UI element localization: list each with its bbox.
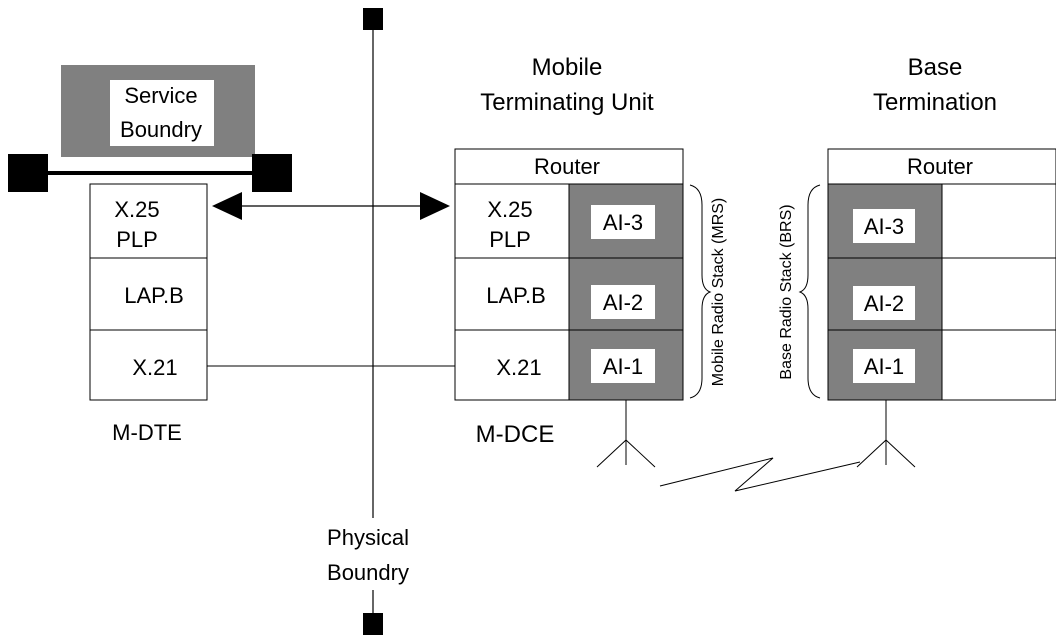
m-dte-plp-label-line1: X.25	[114, 197, 159, 222]
mtu-ai3-label-bg	[591, 205, 655, 239]
peer-arrow-right-head	[420, 192, 450, 220]
radio-link-icon	[659, 457, 861, 492]
bt-router-label: Router	[907, 154, 973, 179]
bt-title-line1: Base	[908, 54, 963, 81]
mtu-title-line1: Mobile	[532, 54, 603, 81]
mtu-x21-layer	[454, 329, 570, 401]
bt-ai2-label: AI-2	[864, 291, 904, 316]
physical-boundary-top-marker	[363, 8, 383, 30]
bt-upper-layer-3	[941, 183, 1056, 259]
m-dte-caption: M-DTE	[112, 420, 182, 445]
brs-label: Base Radio Stack (BRS)	[778, 204, 795, 379]
mrs-brace	[689, 184, 712, 399]
peer-arrow-left-head	[212, 192, 242, 220]
bt-title-line2: Termination	[873, 89, 997, 116]
mtu-caption: M-DCE	[476, 421, 555, 448]
m-dte-stack: X.25 PLP LAP.B X.21 M-DTE	[89, 183, 208, 445]
bt-upper-layer-2	[941, 257, 1056, 331]
bt-antenna-icon	[856, 400, 916, 468]
mobile-terminating-unit: Mobile Terminating Unit Router X.25 PLP …	[454, 54, 727, 468]
m-dte-plp-layer	[89, 183, 208, 259]
m-dte-x21-layer	[89, 329, 208, 401]
physical-boundary: Physical Boundry	[312, 8, 422, 635]
physical-boundary-bottom-marker	[363, 613, 383, 635]
m-dte-x21-label: X.21	[132, 355, 177, 380]
mtu-x21-label: X.21	[496, 355, 541, 380]
service-boundary-right-marker	[252, 154, 292, 192]
mtu-router-label: Router	[534, 154, 600, 179]
bt-ai1-label: AI-1	[864, 354, 904, 379]
m-dte-lapb-layer	[89, 257, 208, 331]
mtu-ai3-label: AI-3	[603, 210, 643, 235]
mtu-plp-layer	[454, 183, 570, 259]
mtu-ai1-label: AI-1	[603, 354, 643, 379]
mtu-ai2-label: AI-2	[603, 290, 643, 315]
mtu-plp-label-line2: PLP	[489, 227, 531, 252]
physical-boundary-label-bg	[312, 518, 422, 590]
service-boundary-label-line1: Service	[124, 83, 197, 108]
base-termination: Base Termination Router AI-3 AI-2 AI-1 B…	[778, 54, 1056, 468]
peer-arrow	[212, 192, 450, 220]
mrs-label: Mobile Radio Stack (MRS)	[710, 198, 727, 387]
bt-ai1-label-bg	[853, 349, 915, 383]
physical-boundary-label-line1: Physical	[327, 525, 409, 550]
mtu-ai1-label-bg	[591, 349, 655, 383]
mtu-plp-label-line1: X.25	[487, 197, 532, 222]
mtu-lapb-label: LAP.B	[486, 283, 546, 308]
bt-ai3-label: AI-3	[864, 214, 904, 239]
mtu-title-line2: Terminating Unit	[480, 89, 654, 116]
service-boundary: Service Boundry	[8, 65, 292, 192]
m-dte-lapb-label: LAP.B	[124, 283, 184, 308]
brs-brace	[798, 184, 821, 399]
bt-upper-layer-1	[941, 329, 1056, 401]
service-boundary-label-line2: Boundry	[120, 117, 202, 142]
mtu-ai2-label-bg	[591, 285, 655, 319]
bt-ai2-label-bg	[853, 286, 915, 320]
m-dte-plp-label-line2: PLP	[116, 227, 158, 252]
mtu-antenna-icon	[596, 400, 656, 468]
service-boundary-left-marker	[8, 154, 48, 192]
physical-boundary-label-line2: Boundry	[327, 560, 409, 585]
bt-ai3-label-bg	[853, 209, 915, 243]
service-boundary-label-bg	[110, 80, 214, 146]
